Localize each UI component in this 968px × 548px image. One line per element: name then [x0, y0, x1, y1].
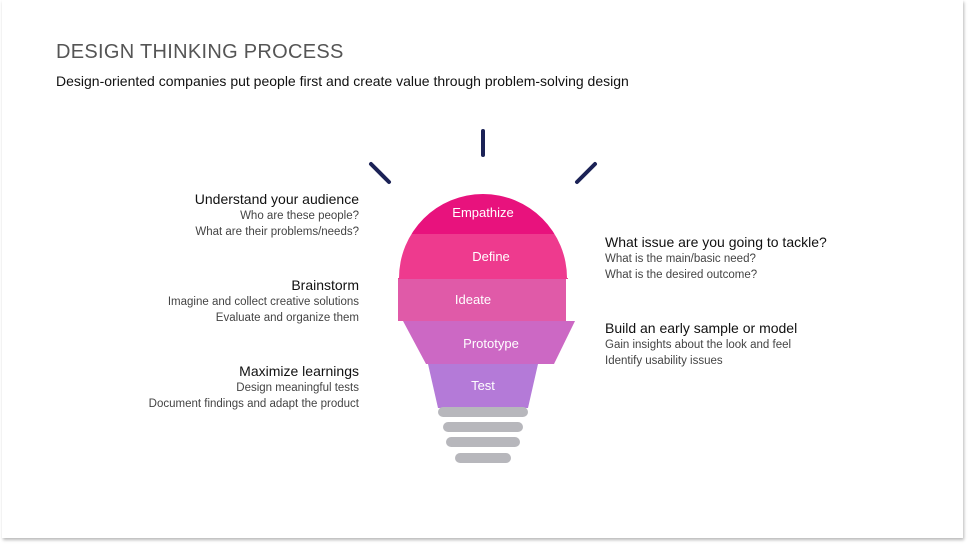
right-ray — [575, 162, 597, 184]
note-line: Document findings and adapt the product — [148, 397, 359, 410]
note-line: Who are these people? — [240, 210, 359, 222]
base-bar-1 — [438, 407, 528, 417]
note-prototype: Build an early sample or model Gain insi… — [605, 319, 797, 369]
segment-define — [398, 234, 568, 279]
label-prototype: Prototype — [463, 336, 519, 351]
note-ideate: Brainstorm Imagine and collect creative … — [168, 276, 359, 326]
note-heading: What issue are you going to tackle? — [605, 234, 827, 250]
base-bar-4 — [455, 453, 511, 463]
note-line: What is the main/basic need? — [605, 253, 756, 265]
label-define: Define — [472, 249, 510, 264]
note-heading: Build an early sample or model — [605, 320, 798, 336]
note-line: Evaluate and organize them — [215, 311, 359, 324]
note-line: Identify usability issues — [605, 354, 723, 367]
note-heading: Maximize learnings — [239, 363, 359, 379]
label-empathize: Empathize — [452, 205, 513, 220]
segment-prototype — [403, 321, 575, 364]
segment-ideate — [398, 279, 566, 321]
segment-test — [428, 364, 538, 408]
note-heading: Understand your audience — [194, 191, 359, 207]
note-empathize: Understand your audience Who are these p… — [195, 190, 359, 240]
label-ideate: Ideate — [455, 292, 491, 307]
note-heading: Brainstorm — [291, 277, 359, 293]
left-ray — [369, 162, 391, 184]
label-test: Test — [471, 378, 495, 393]
note-line: Gain insights about the look and feel — [605, 339, 792, 351]
page-title: DESIGN THINKING PROCESS — [56, 41, 344, 63]
note-define: What issue are you going to tackle? What… — [605, 233, 827, 283]
note-line: Design meaningful tests — [236, 382, 359, 394]
page-subtitle: Design-oriented companies put people fir… — [56, 73, 629, 89]
base-bar-3 — [446, 437, 520, 447]
note-line: Imagine and collect creative solutions — [167, 296, 359, 308]
note-line: What are their problems/needs? — [195, 225, 359, 238]
base-bar-2 — [443, 422, 523, 432]
note-test: Maximize learnings Design meaningful tes… — [149, 362, 359, 412]
note-line: What is the desired outcome? — [605, 268, 758, 281]
